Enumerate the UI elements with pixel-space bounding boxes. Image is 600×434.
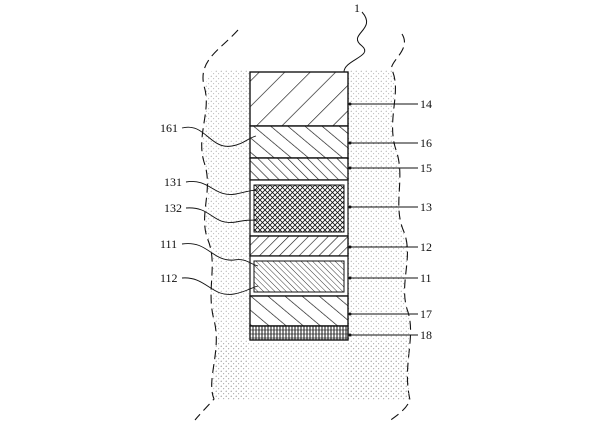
left-boundary-curve xyxy=(194,29,239,421)
ref-label-15: 15 xyxy=(420,161,432,175)
leader-dot-18 xyxy=(348,333,352,337)
ref-label-161: 161 xyxy=(160,121,178,135)
layer-stack xyxy=(249,71,349,341)
leader-dot-15 xyxy=(348,166,352,170)
ref-label-1: 1 xyxy=(354,1,360,15)
ref-label-17: 17 xyxy=(420,307,432,321)
leader-ref-1 xyxy=(343,11,368,73)
bottom-substrate-band xyxy=(214,342,410,400)
leader-curve-111 xyxy=(181,243,259,267)
ref-label-14: 14 xyxy=(420,97,432,111)
leader-dot-11 xyxy=(348,276,352,280)
right-substrate xyxy=(348,70,411,400)
leader-dot-12 xyxy=(348,245,352,249)
ref-label-18: 18 xyxy=(420,328,432,342)
ref-label-111: 111 xyxy=(160,237,177,251)
right-leaders: 14 16 15 13 12 11 17 18 xyxy=(348,97,432,342)
leader-dot-16 xyxy=(348,141,352,145)
leader-dot-17 xyxy=(348,312,352,316)
ref-label-131: 131 xyxy=(164,175,182,189)
ref-label-112: 112 xyxy=(160,271,178,285)
ref-label-16: 16 xyxy=(420,136,432,150)
leader-curve-132 xyxy=(185,207,259,223)
ref-label-11: 11 xyxy=(420,271,432,285)
ref-label-13: 13 xyxy=(420,200,432,214)
leader-dot-14 xyxy=(348,102,352,106)
leader-curve-161 xyxy=(181,126,257,147)
left-leaders: 161 131 132 111 112 xyxy=(160,121,259,295)
left-substrate xyxy=(201,70,250,400)
ref-label-132: 132 xyxy=(164,201,182,215)
ref-label-12: 12 xyxy=(420,240,432,254)
leader-curve-112 xyxy=(181,277,259,295)
leader-curve-131 xyxy=(185,181,259,195)
leader-dot-13 xyxy=(348,205,352,209)
